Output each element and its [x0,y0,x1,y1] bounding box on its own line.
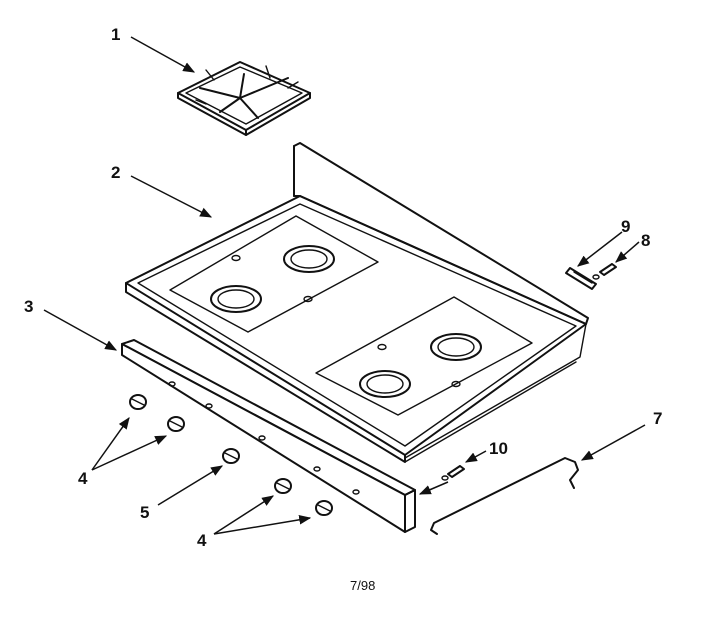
callout-10: 10 [489,439,508,458]
mounting-bracket [565,267,597,290]
callouts: 1 2 3 4 5 4 7 8 9 10 [24,25,662,550]
screw-8 [592,263,617,280]
callout-1: 1 [111,25,120,44]
knob-1 [129,394,147,410]
callout-7: 7 [653,409,662,428]
callout-3: 3 [24,297,33,316]
screw-10 [441,465,465,481]
cooktop [125,142,589,463]
knob-4 [274,478,292,494]
support-rod [430,457,579,535]
knob-3 [222,448,240,464]
control-knobs [129,394,333,516]
control-panel [121,339,416,533]
callout-2: 2 [111,163,120,182]
leader-lines [43,36,646,535]
footer-code: 7/98 [350,578,375,593]
knob-2 [167,416,185,432]
callout-4-upper: 4 [78,469,88,488]
callout-5: 5 [140,503,149,522]
burner-grate [177,61,311,136]
callout-9: 9 [621,217,630,236]
callout-4-lower: 4 [197,531,207,550]
callout-8: 8 [641,231,650,250]
knob-5 [315,500,333,516]
